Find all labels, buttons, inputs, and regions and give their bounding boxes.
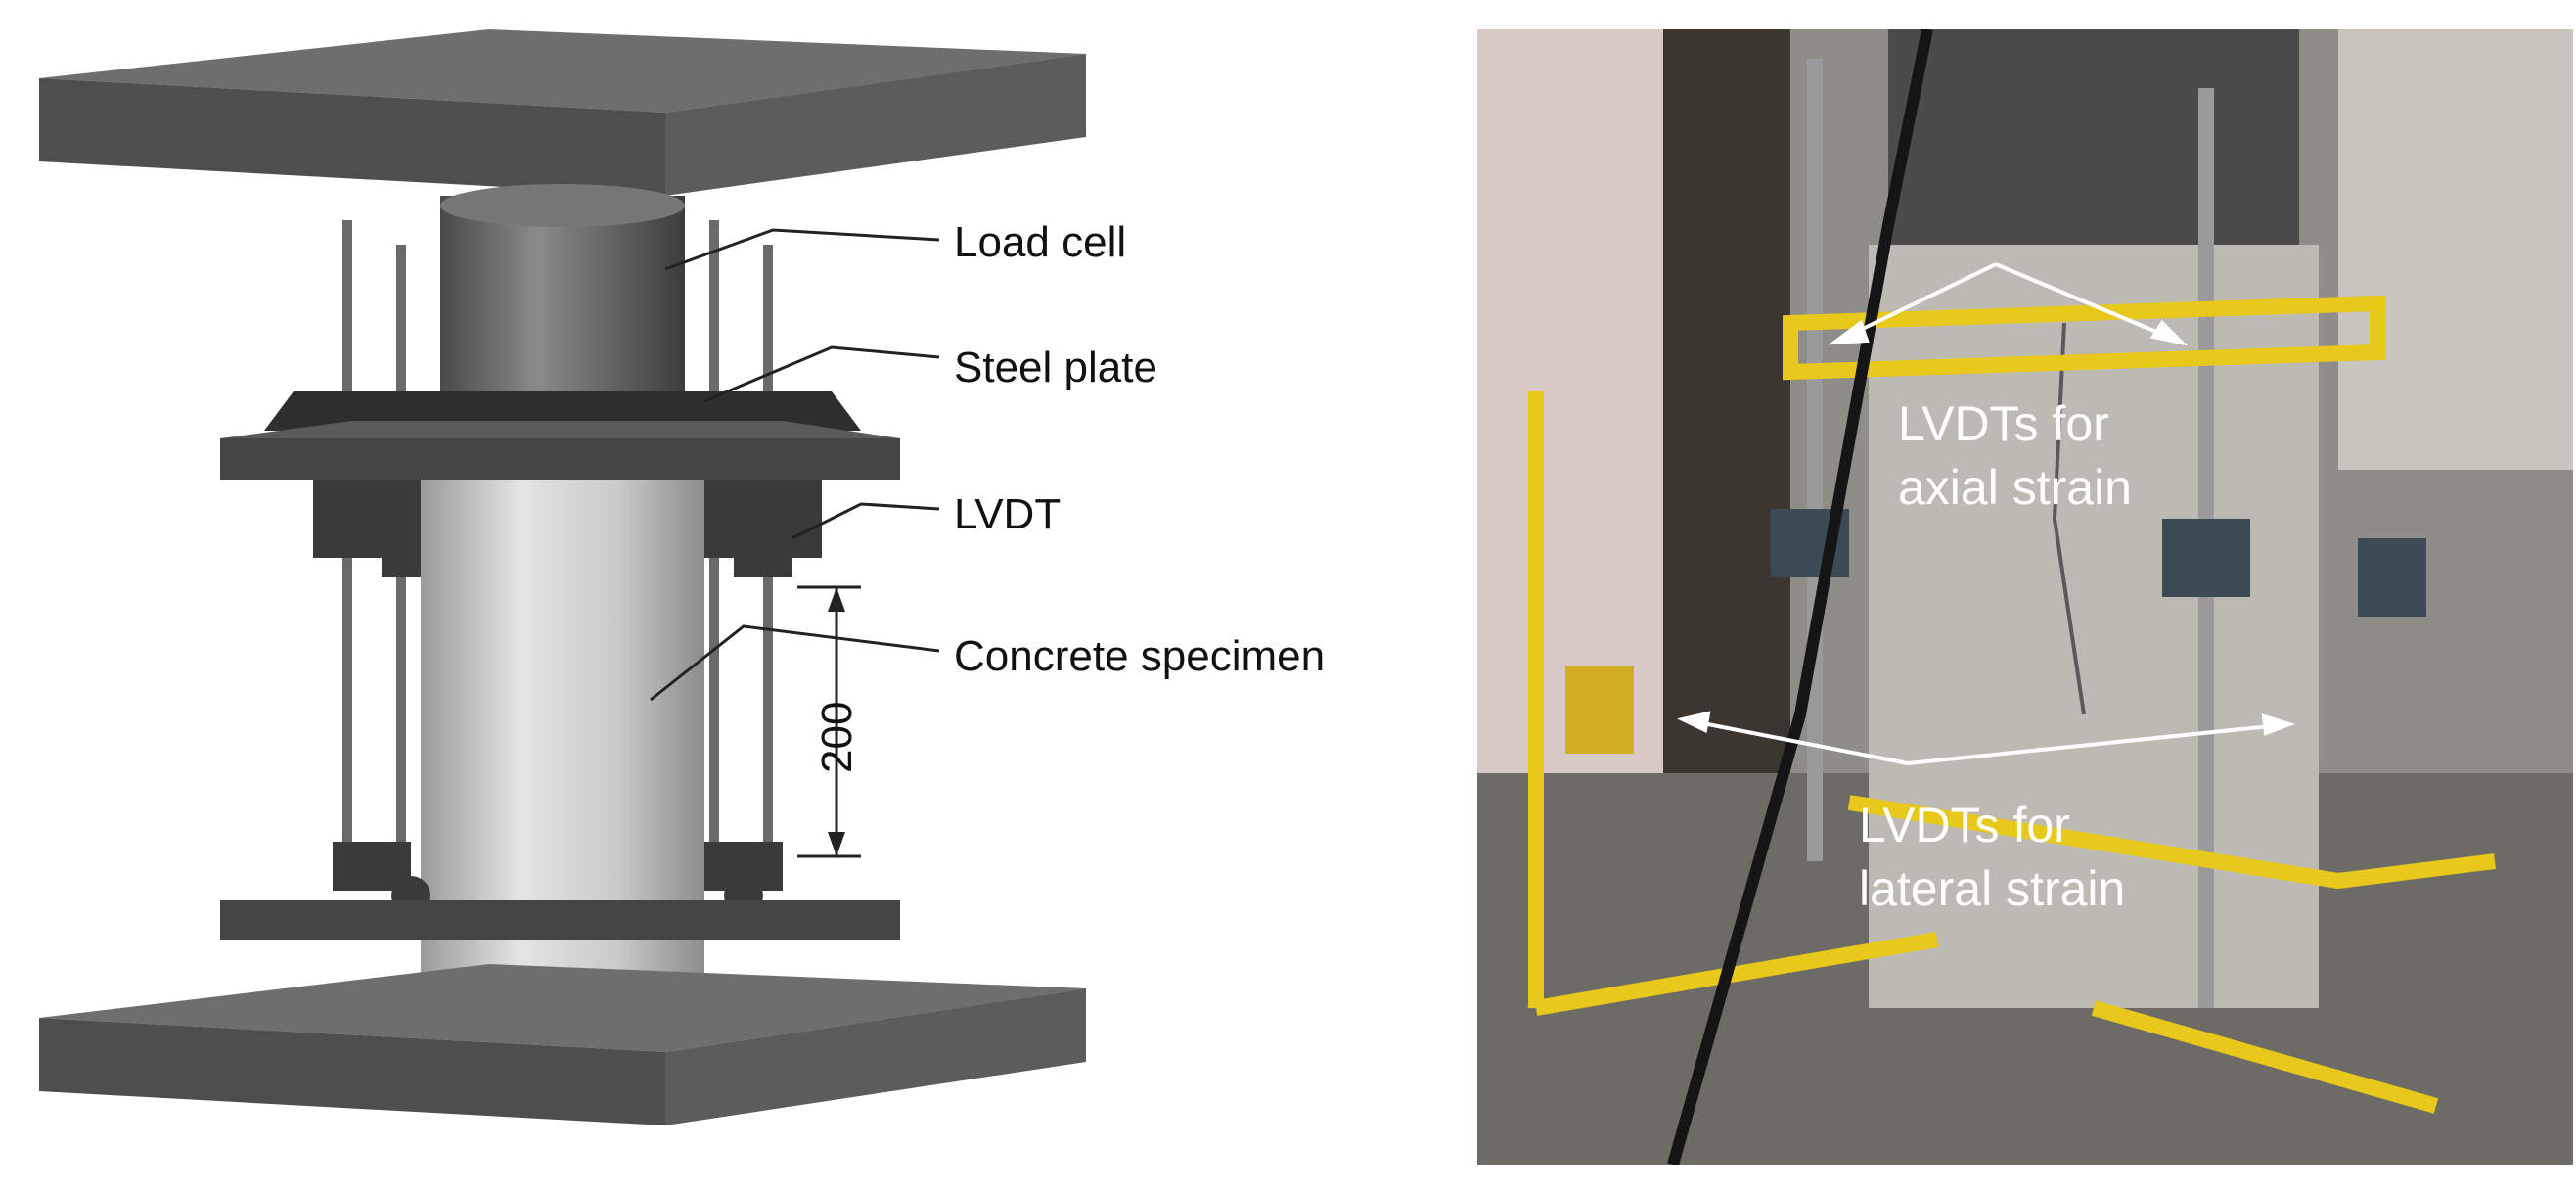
label-dimension-200: 200 <box>813 702 861 773</box>
test-setup-photo: LVDTs for axial strain LVDTs for lateral… <box>1477 29 2573 1165</box>
label-concrete-specimen: Concrete specimen <box>954 632 1325 680</box>
photo-svg: LVDTs for axial strain LVDTs for lateral… <box>1477 29 2573 1165</box>
label-lvdt: LVDT <box>954 490 1061 538</box>
bottom-platen <box>39 964 1086 1125</box>
leader-lines <box>650 228 940 702</box>
annotation-arrows <box>1676 262 2296 765</box>
brick-column <box>1477 29 1673 773</box>
load-cell <box>440 184 685 401</box>
dimension-line <box>797 585 861 858</box>
label-axial-line2: axial strain <box>1898 460 2132 515</box>
label-axial-line1: LVDTs for <box>1898 396 2109 451</box>
yellow-frames <box>1528 295 2496 1114</box>
label-steel-plate: Steel plate <box>954 344 1157 391</box>
test-setup-schematic: Load cell Steel plate LVDT Concrete spec… <box>39 29 1325 1125</box>
label-lateral-line1: LVDTs for <box>1859 798 2070 852</box>
lvdt-clamps-bottom <box>333 842 783 915</box>
label-lateral-line2: lateral strain <box>1859 861 2125 916</box>
concrete-column <box>1869 29 2319 1008</box>
schematic-svg: Load cell Steel plate LVDT Concrete spec… <box>39 29 1325 1125</box>
top-platen <box>39 29 1086 196</box>
bottom-plate <box>220 900 900 940</box>
steel-plate <box>220 391 900 480</box>
cable <box>1667 29 1933 1165</box>
lvdt-mounts <box>1565 509 2426 754</box>
label-load-cell: Load cell <box>954 218 1126 266</box>
